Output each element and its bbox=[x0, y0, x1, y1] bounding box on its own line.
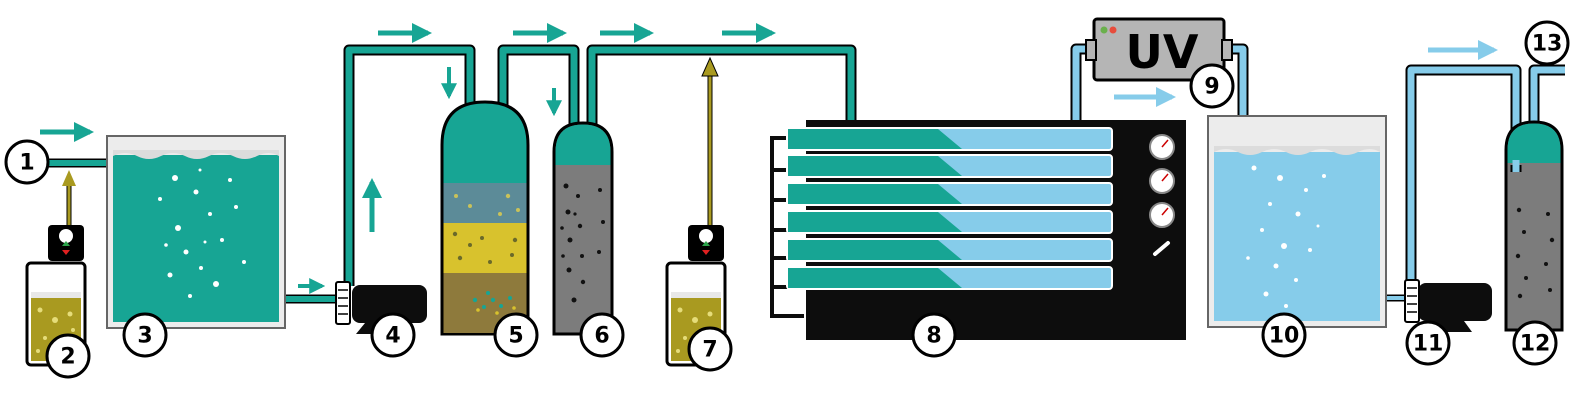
raw-water-tank-3 bbox=[106, 135, 286, 329]
status-light-icon bbox=[1100, 26, 1108, 34]
step-number: 8 bbox=[926, 324, 941, 349]
step-number: 11 bbox=[1413, 332, 1444, 357]
step-label-12: 12 bbox=[1512, 320, 1558, 366]
ro-membranes bbox=[786, 127, 1113, 290]
step-label-7: 7 bbox=[687, 326, 733, 372]
step-label-10: 10 bbox=[1261, 312, 1307, 358]
step-labels: 1 2 3 4 5 6 7 8 bbox=[4, 20, 1570, 379]
flow-arrows bbox=[40, 23, 776, 294]
step-number: 1 bbox=[19, 151, 34, 176]
chemical-dosing-container-7 bbox=[665, 56, 727, 367]
transfer-pump-11 bbox=[1404, 279, 1492, 332]
step-label-2: 2 bbox=[45, 333, 91, 379]
step-number: 3 bbox=[137, 324, 152, 349]
step-label-11: 11 bbox=[1405, 320, 1451, 366]
step-number: 4 bbox=[385, 324, 400, 349]
step-number: 5 bbox=[508, 324, 523, 349]
status-light-icon bbox=[1109, 26, 1117, 34]
polishing-filter-12 bbox=[1504, 120, 1564, 332]
activated-carbon-filter-6 bbox=[552, 121, 614, 336]
step-label-8: 8 bbox=[911, 312, 957, 358]
step-label-4: 4 bbox=[370, 312, 416, 358]
uv-sterilizer-9: UV bbox=[1085, 17, 1233, 82]
pressure-gauge-icon bbox=[1149, 134, 1175, 160]
ro-membrane bbox=[786, 210, 1113, 234]
step-number: 2 bbox=[60, 345, 75, 370]
step-label-3: 3 bbox=[122, 312, 168, 358]
product-water-tank-10 bbox=[1207, 115, 1387, 328]
pressure-gauge-icon bbox=[1149, 168, 1175, 194]
valve-handle-icon bbox=[1153, 241, 1170, 256]
feed-pump-4 bbox=[335, 281, 427, 334]
treated-flow-arrows bbox=[1114, 40, 1498, 107]
step-label-1: 1 bbox=[4, 139, 50, 185]
ro-membrane bbox=[786, 154, 1113, 178]
step-number: 10 bbox=[1269, 324, 1300, 349]
uv-label: UV bbox=[1126, 25, 1199, 79]
step-label-9: 9 bbox=[1189, 63, 1235, 109]
step-label-6: 6 bbox=[579, 312, 625, 358]
step-number: 13 bbox=[1532, 32, 1563, 57]
step-number: 7 bbox=[702, 338, 717, 363]
step-number: 12 bbox=[1520, 332, 1551, 357]
step-number: 6 bbox=[594, 324, 609, 349]
ro-membrane bbox=[786, 238, 1113, 262]
ro-membrane bbox=[786, 182, 1113, 206]
step-number: 9 bbox=[1204, 75, 1219, 100]
step-label-13: 13 bbox=[1524, 20, 1570, 66]
multimedia-filter-5 bbox=[440, 100, 530, 336]
pressure-gauge-icon bbox=[1149, 202, 1175, 228]
step-label-5: 5 bbox=[493, 312, 539, 358]
ro-membrane bbox=[786, 127, 1113, 151]
reverse-osmosis-unit-8 bbox=[770, 120, 1186, 340]
ro-membrane bbox=[786, 266, 1113, 290]
